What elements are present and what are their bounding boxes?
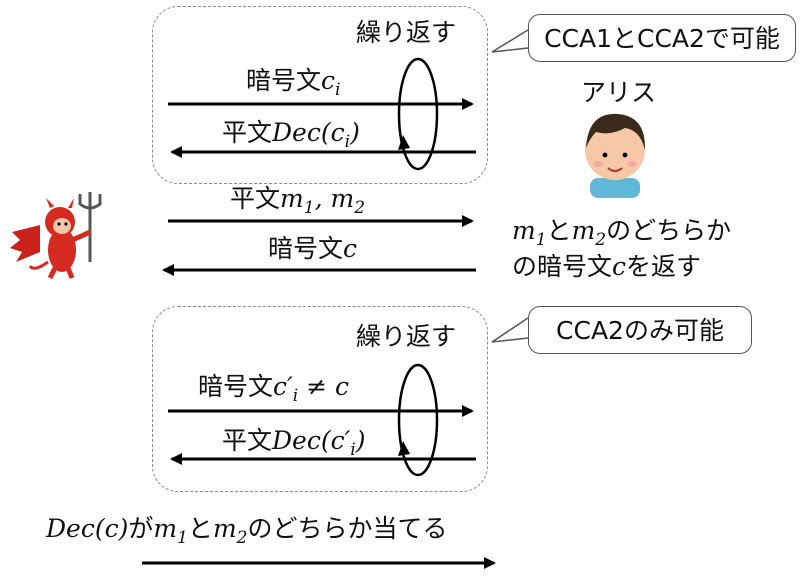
alice-label: アリス [581,78,657,107]
callout-tail-1 [491,29,529,53]
loop-ellipse-1 [397,57,439,171]
loop-label-2: 繰り返す [356,322,457,351]
send-messages-label: 平文m1, m2 [230,184,366,218]
challenge-description-line1: m1とm2のどちらか [512,216,732,250]
query-label-1: 暗号文ci [246,66,341,100]
challenge-description-line2: の暗号文cを返す [512,252,702,281]
loop-box-cca1 [152,6,488,184]
loop-box-cca2 [152,306,488,492]
loop-arrowhead-1 [398,135,410,150]
answer-label-2: 平文Dec(c′i) [222,426,366,460]
query-label-2: 暗号文c′i ≠ c [198,372,349,406]
answer-label-1: 平文Dec(ci) [222,118,360,152]
callout-text-1: CCA1とCCA2で可能 [544,23,780,53]
alice-avatar-icon [585,113,646,198]
devil-icon [10,192,102,280]
callout-tail-2 [491,317,529,343]
callout-cca1-cca2: CCA1とCCA2で可能 [528,14,796,62]
return-ciphertext-label: 暗号文c [268,234,358,263]
loop-ellipse-2 [397,363,439,477]
loop-label-1: 繰り返す [356,18,457,47]
final-guess-label: Dec(c)がm1とm2のどちらか当てる [46,514,448,548]
loop-arrowhead-2 [398,441,410,456]
callout-cca2-only: CCA2のみ可能 [528,306,752,354]
callout-text-2: CCA2のみ可能 [556,315,724,345]
